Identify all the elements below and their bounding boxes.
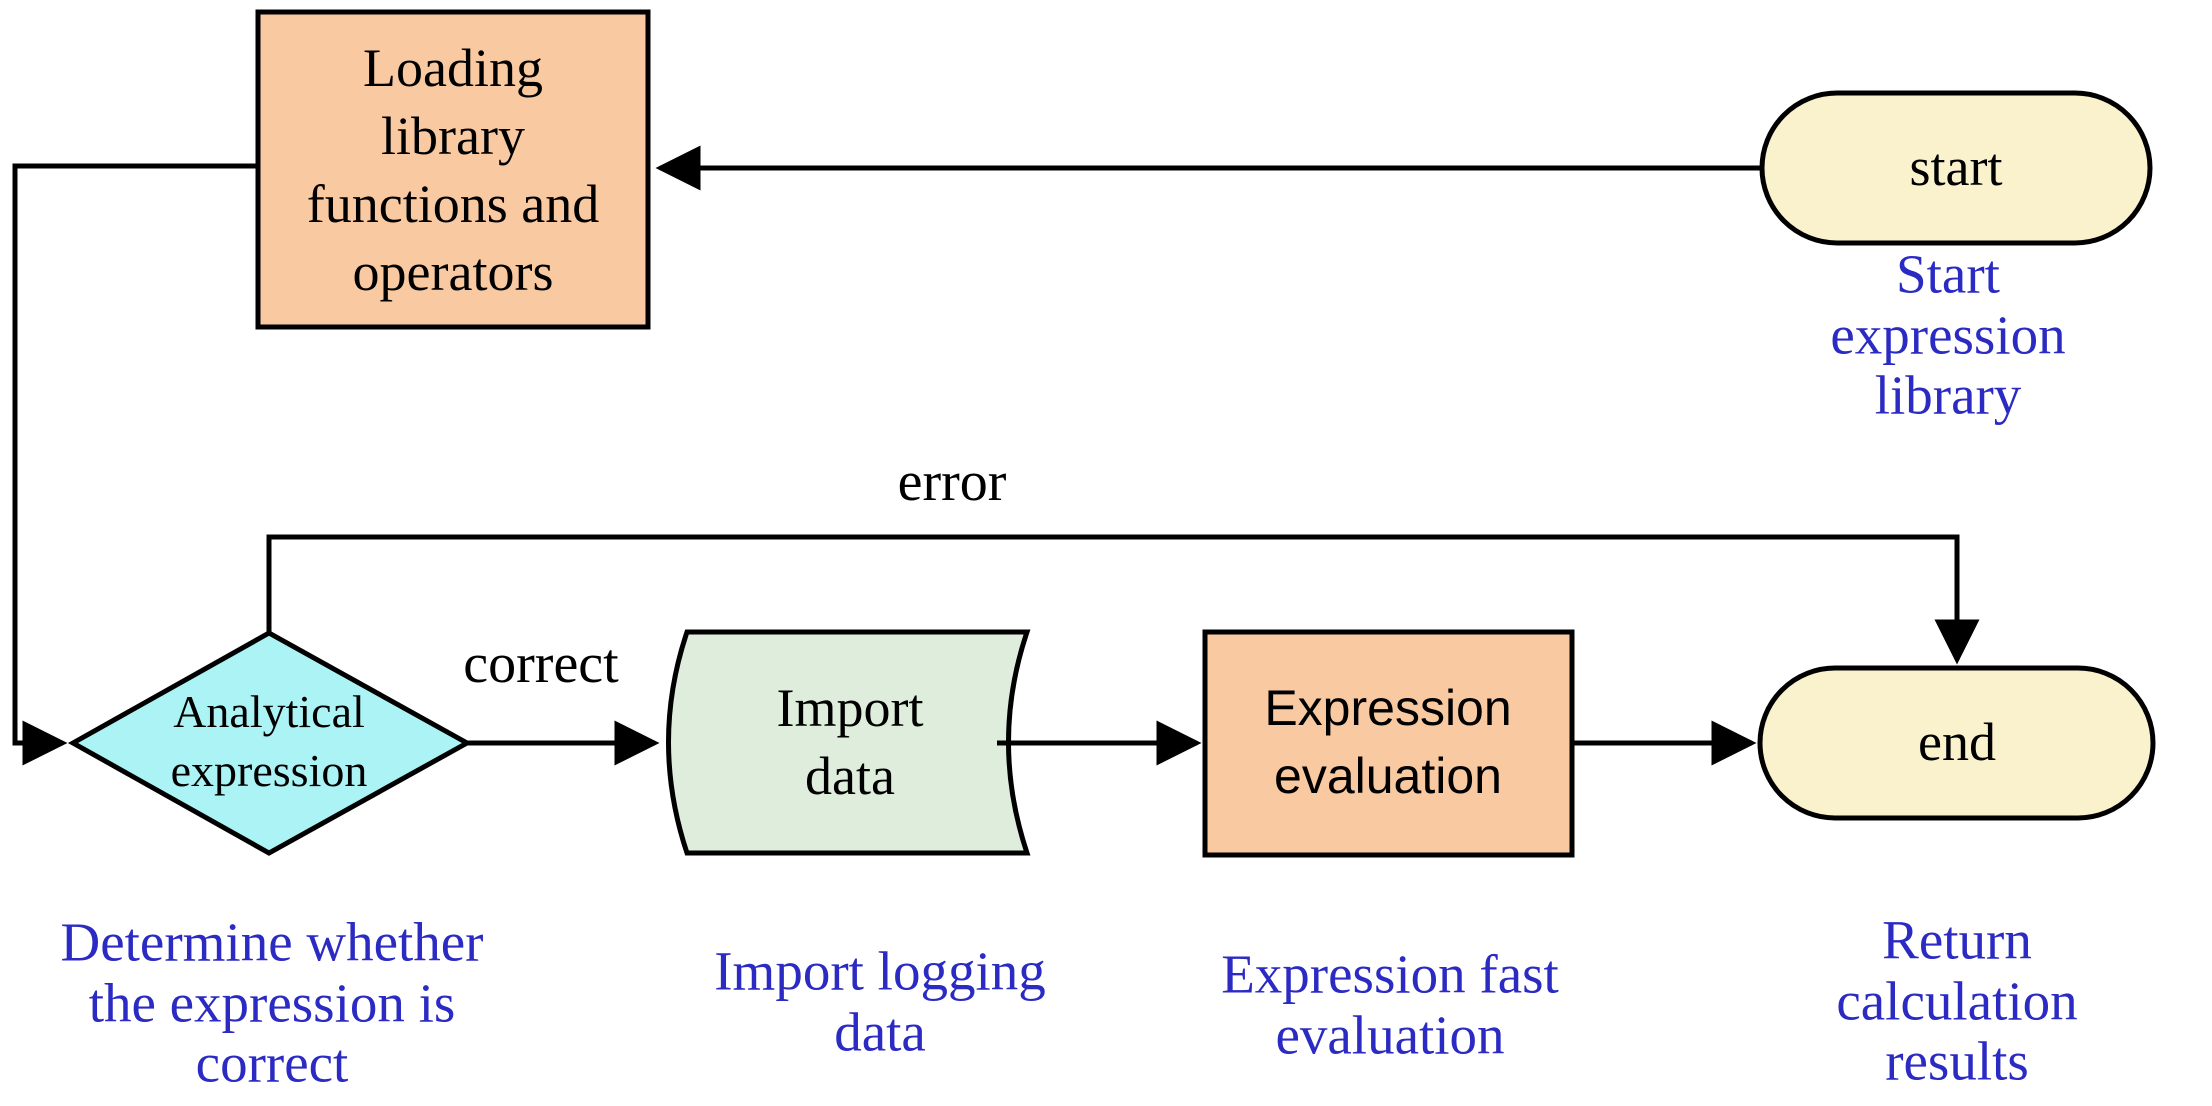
end-terminator-label: end bbox=[1918, 711, 1996, 772]
loading-process-box bbox=[255, 9, 651, 330]
evaluation-caption: Expression fast evaluation bbox=[1221, 943, 1559, 1065]
edge-loading-to-decision bbox=[12, 163, 258, 766]
decision-diamond-label: Analytical expression bbox=[170, 686, 368, 796]
evaluation-process-label: Expression evaluation bbox=[1264, 680, 1512, 804]
start-caption: Start expression library bbox=[1830, 243, 2066, 426]
edge-error-decision-to-end bbox=[266, 534, 1980, 665]
import-data-shape bbox=[666, 629, 1031, 856]
decision-caption: Determine whether the expression is corr… bbox=[60, 911, 484, 1094]
loading-process-label: Loading library functions and operators bbox=[306, 37, 600, 303]
end-caption: Return calculation results bbox=[1836, 909, 2078, 1092]
error-edge-label: error bbox=[897, 451, 1007, 513]
import-caption: Import logging data bbox=[714, 940, 1046, 1062]
start-terminator-label: start bbox=[1909, 136, 2003, 197]
evaluation-process-box bbox=[1202, 629, 1575, 858]
correct-edge-label: correct bbox=[463, 633, 619, 695]
import-data-label: Import data bbox=[776, 677, 924, 806]
end-terminator bbox=[1757, 665, 2156, 821]
